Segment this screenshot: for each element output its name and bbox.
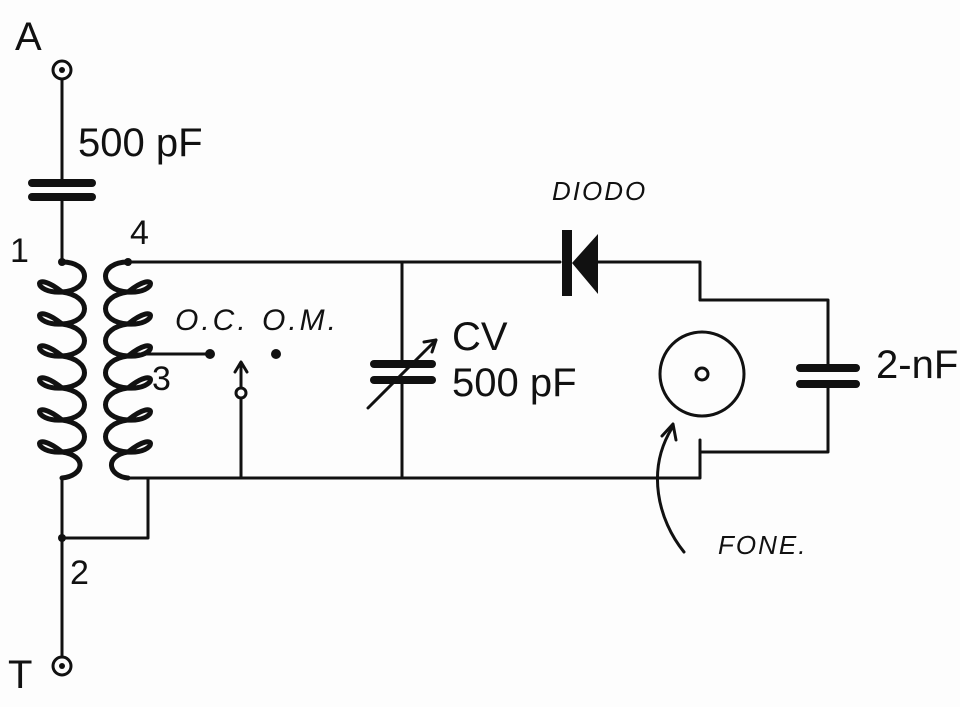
bypass-capacitor <box>796 364 860 388</box>
arrow-head <box>660 422 678 442</box>
switch-oc-label: O.C. <box>175 304 249 337</box>
bypass-bottom-wire <box>698 382 830 454</box>
pin-3-label: 3 <box>152 360 171 398</box>
bypass-top-wire <box>698 298 830 368</box>
ground-terminal <box>51 655 73 677</box>
ground-label: T <box>8 653 32 697</box>
primary-coil <box>37 259 87 481</box>
switch-contact-oc <box>205 349 215 359</box>
cv-name-label: CV <box>452 315 508 359</box>
pin-4-label: 4 <box>130 214 149 252</box>
pin-2-label: 2 <box>70 554 89 592</box>
cv-value-label: 500 pF <box>452 361 577 405</box>
switch-contact-om <box>271 349 281 359</box>
secondary-coil <box>103 259 153 481</box>
phone-pointer-arrow <box>656 426 686 554</box>
diode-label: DIODO <box>552 176 647 206</box>
ground-link-wire <box>60 476 150 540</box>
diode-to-phone-wire <box>594 260 702 302</box>
bottom-rail-wire <box>126 438 702 480</box>
phone-label: FONE. <box>718 530 807 560</box>
bypass-capacitor-label: 2-nF <box>876 343 958 387</box>
variable-capacitor <box>366 338 438 410</box>
antenna-capacitor <box>28 179 96 201</box>
band-switch <box>233 360 249 480</box>
headphone-icon <box>658 330 746 418</box>
pin-1-label: 1 <box>10 232 29 270</box>
antenna-label: A <box>15 15 42 59</box>
antenna-capacitor-label: 500 pF <box>78 121 203 165</box>
antenna-terminal <box>51 59 73 81</box>
switch-om-label: O.M. <box>262 304 339 337</box>
diode-symbol <box>562 230 598 296</box>
